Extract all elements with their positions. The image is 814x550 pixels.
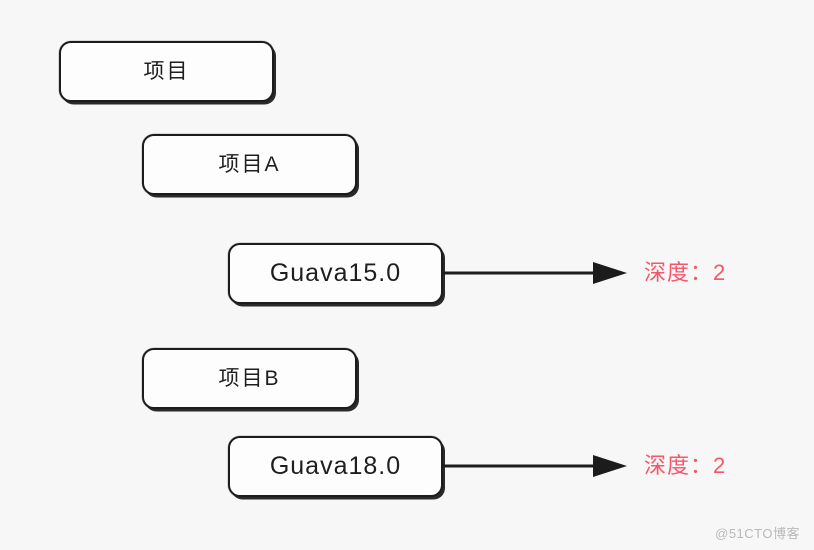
- arrow-guava-15-to-depth: [441, 262, 627, 284]
- node-guava-18-label: Guava18.0: [269, 452, 402, 480]
- node-project[interactable]: 项目: [59, 41, 274, 102]
- node-guava-15-label: Guava15.0: [269, 259, 402, 287]
- arrow-head-icon: [593, 455, 627, 477]
- node-project-label: 项目: [143, 60, 190, 83]
- node-project-a-label: 项目A: [218, 153, 281, 176]
- arrow-head-icon: [593, 262, 627, 284]
- depth-annotation-guava-15: 深度：2: [644, 260, 727, 285]
- node-project-b[interactable]: 项目B: [142, 348, 357, 409]
- arrow-guava-18-to-depth: [441, 455, 627, 477]
- watermark: @51CTO博客: [715, 526, 800, 541]
- node-guava-15[interactable]: Guava15.0: [228, 243, 443, 304]
- node-guava-18[interactable]: Guava18.0: [228, 436, 443, 497]
- node-project-a[interactable]: 项目A: [142, 134, 357, 195]
- depth-annotation-guava-18: 深度：2: [644, 453, 727, 478]
- node-project-b-label: 项目B: [218, 367, 281, 390]
